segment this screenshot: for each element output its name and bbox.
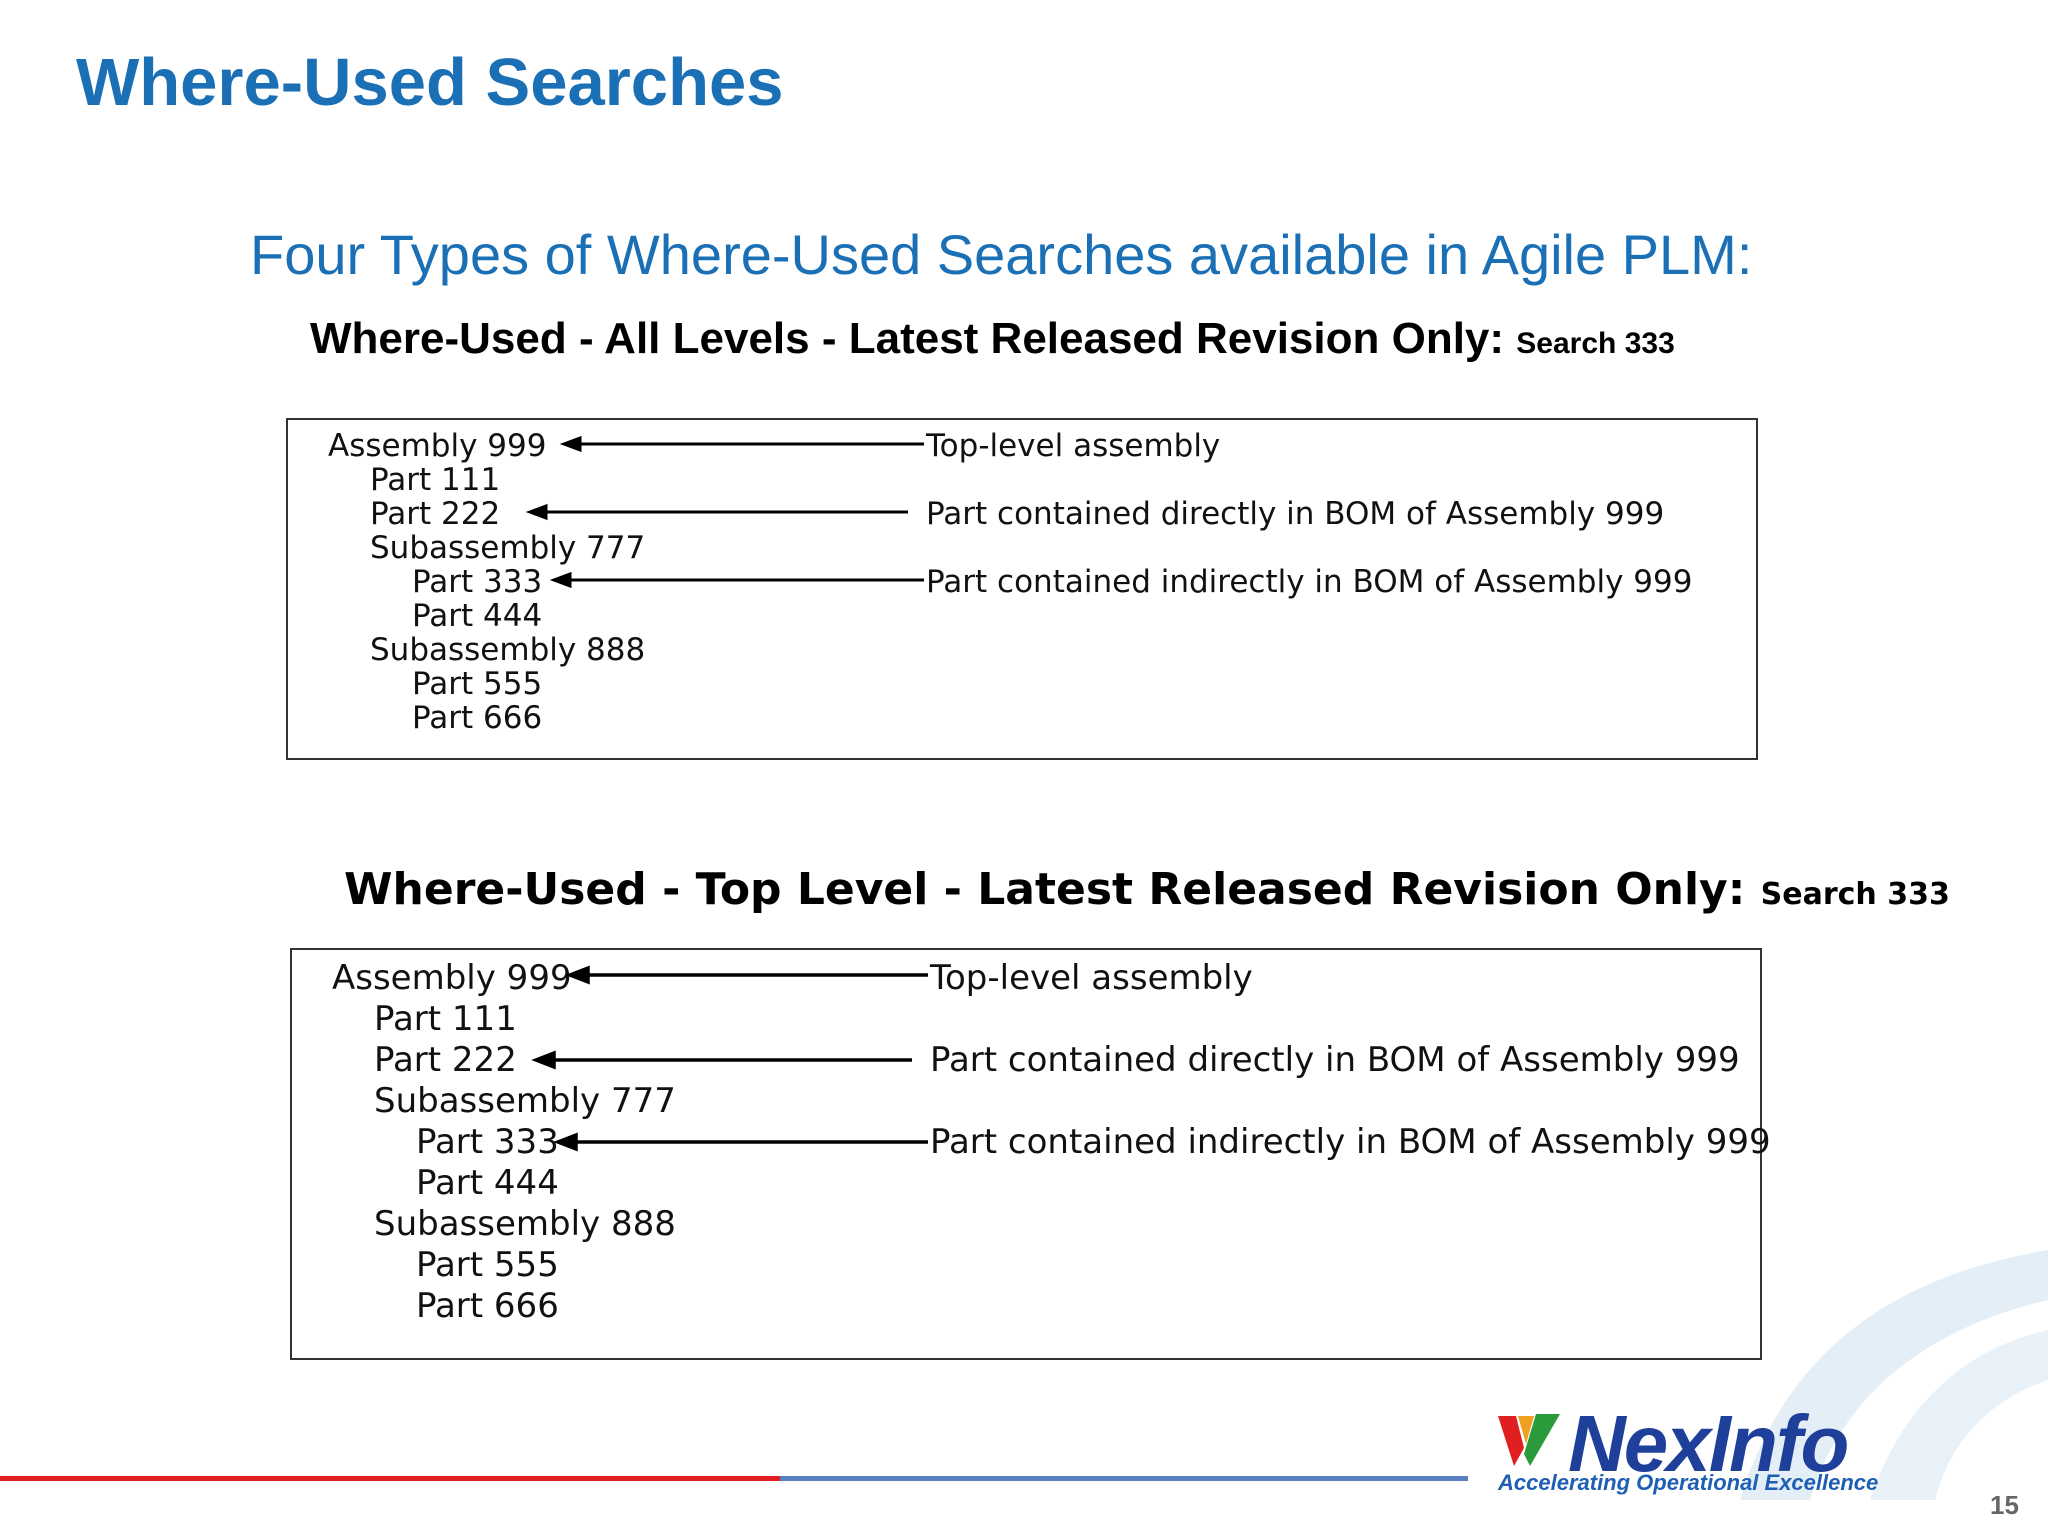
tree-item: Subassembly 888 — [370, 632, 646, 668]
tree-item: Part 222 — [374, 1040, 517, 1080]
arrowhead-icon — [549, 571, 572, 589]
tree-item: Part 333 — [412, 564, 543, 600]
background-swirl-graphic — [1740, 1250, 2048, 1500]
page-number: 15 — [1990, 1490, 2019, 1520]
tree-item: Part 333 — [416, 1122, 559, 1162]
tree-item: Part 666 — [412, 700, 543, 736]
annotation-label: Part contained directly in BOM of Assemb… — [930, 1040, 1740, 1080]
arrowhead-icon — [531, 1050, 556, 1070]
tree-item: Part 666 — [416, 1286, 559, 1326]
annotation-label: Top-level assembly — [930, 958, 1253, 998]
footer-bar-blue — [780, 1476, 1468, 1481]
tree-item: Assembly 999 — [332, 958, 572, 998]
section1-bom-diagram: Assembly 999 Part 111 Part 222 Subassemb… — [286, 418, 1758, 760]
nexinfo-logo-wordmark: NexInfo — [1568, 1399, 1849, 1488]
section1-heading-suffix: Search 333 — [1516, 327, 1675, 360]
section2-bom-diagram: Assembly 999 Part 111 Part 222 Subassemb… — [290, 948, 1771, 1360]
tree-item: Part 111 — [374, 999, 517, 1039]
annotation-label: Part contained indirectly in BOM of Asse… — [930, 1122, 1771, 1162]
section2-heading-text: Where-Used - Top Level - Latest Released… — [344, 864, 1746, 915]
footer-bar-red — [0, 1476, 780, 1481]
tree-item: Subassembly 888 — [374, 1204, 676, 1244]
tree-item: Part 444 — [416, 1163, 559, 1203]
arrowhead-icon — [565, 965, 590, 985]
tree-item: Assembly 999 — [328, 428, 547, 464]
tree-item: Part 444 — [412, 598, 543, 634]
arrowhead-icon — [553, 1132, 578, 1152]
tree-item: Subassembly 777 — [374, 1081, 676, 1121]
section2-heading-suffix: Search 333 — [1760, 877, 1950, 912]
section1-heading-text: Where-Used - All Levels - Latest Release… — [310, 314, 1505, 363]
arrowhead-icon — [559, 435, 582, 453]
annotation-label: Top-level assembly — [926, 428, 1221, 464]
annotation-label: Part contained directly in BOM of Assemb… — [926, 496, 1665, 532]
arrowhead-icon — [525, 503, 548, 521]
tree-item: Part 222 — [370, 496, 501, 532]
nexinfo-logo-mark-icon — [1498, 1414, 1560, 1466]
tree-item: Part 555 — [412, 666, 543, 702]
tree-item: Part 555 — [416, 1245, 559, 1285]
annotation-arrows — [525, 435, 924, 589]
slide-subtitle: Four Types of Where-Used Searches availa… — [250, 223, 1753, 286]
nexinfo-logo-tagline: Accelerating Operational Excellence — [1498, 1470, 1879, 1495]
section1-heading: Where-Used - All Levels - Latest Release… — [310, 314, 1675, 364]
tree-item: Subassembly 777 — [370, 530, 646, 566]
annotation-arrows — [531, 965, 928, 1152]
section2-heading: Where-Used - Top Level - Latest Released… — [344, 864, 1950, 915]
slide-title: Where-Used Searches — [76, 45, 784, 120]
annotation-label: Part contained indirectly in BOM of Asse… — [926, 564, 1693, 600]
tree-item: Part 111 — [370, 462, 501, 498]
